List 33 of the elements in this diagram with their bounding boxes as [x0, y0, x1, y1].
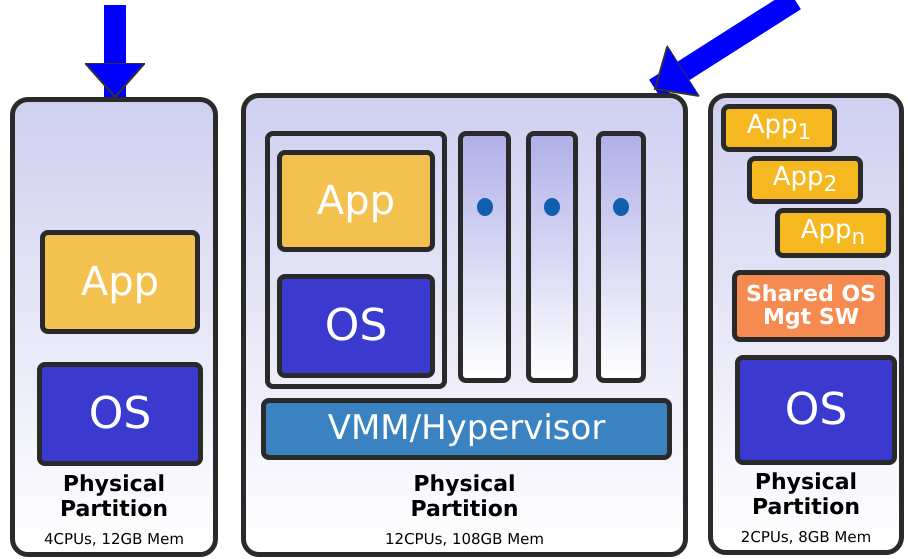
box-label: App: [80, 261, 160, 303]
os-box: [37, 362, 203, 466]
box-label: VMM/Hypervisor: [328, 411, 606, 447]
partition-spec: 4CPUs, 12GB Mem: [43, 530, 185, 548]
box-label: App$_{1}$: [746, 112, 812, 144]
box-label: OS: [784, 386, 848, 434]
partition-title: Physical Partition: [409, 472, 520, 522]
partition-spec: 2CPUs, 8GB Mem: [740, 528, 872, 546]
app-box: [40, 230, 200, 334]
management-box: [732, 270, 890, 342]
partition-title: Physical Partition: [58, 472, 170, 522]
app-box: [775, 208, 891, 258]
partition-panel: [241, 93, 688, 557]
virtual-machine-bar: [596, 131, 646, 383]
partition-panel: [708, 93, 904, 555]
app-box: [747, 156, 863, 204]
box-label: App$_{2}$: [772, 164, 838, 196]
virtual-machine-box: [265, 131, 447, 389]
partition-spec: 12CPUs, 108GB Mem: [384, 530, 546, 548]
virtual-machine-bar: [458, 131, 511, 383]
virtual-machine-bar: [526, 131, 578, 383]
app-box: [277, 150, 435, 252]
app-box: [721, 104, 837, 152]
box-label: App: [316, 180, 396, 222]
partition-panel: [10, 97, 218, 557]
os-box: [277, 274, 435, 378]
box-label: App$_{n}$: [800, 216, 866, 250]
hypervisor-bar: [261, 398, 672, 460]
box-label: Shared OS Mgt SW: [744, 282, 878, 330]
box-label: OS: [88, 390, 152, 438]
os-box: [735, 355, 897, 465]
partition-title: Physical Partition: [750, 470, 862, 520]
box-label: OS: [324, 302, 388, 350]
